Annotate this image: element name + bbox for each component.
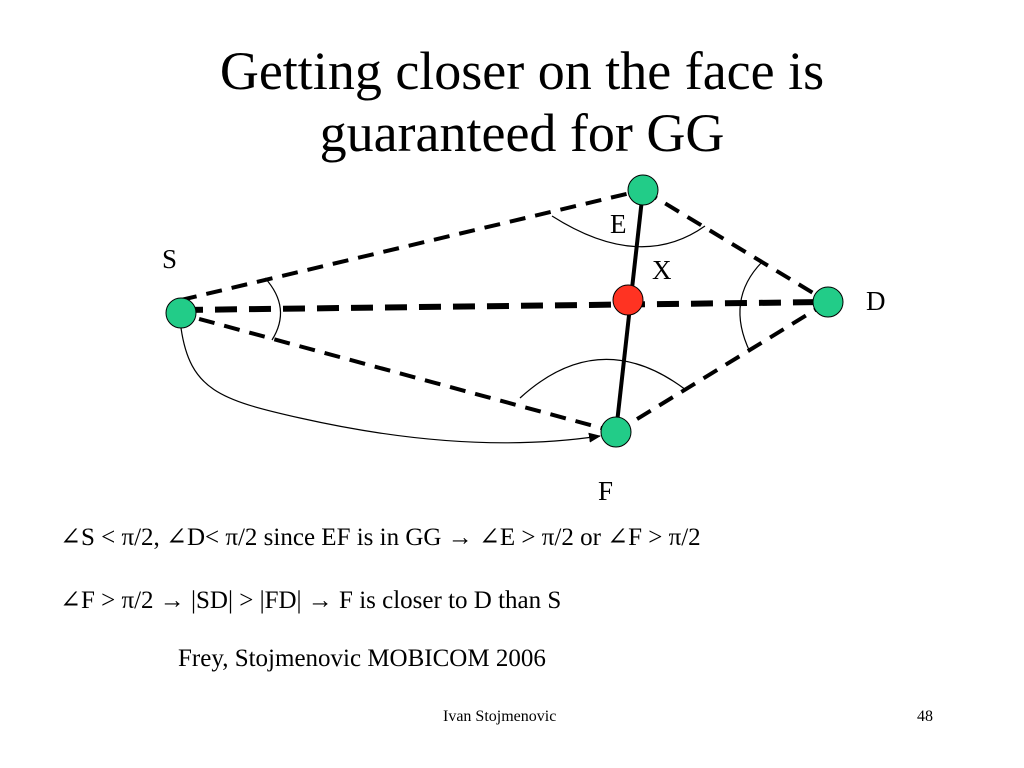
- distance-statement: ∠F > π/2 → |SD| > |FD| → F is closer to …: [60, 587, 562, 614]
- label-e: E: [610, 209, 627, 239]
- label-s: S: [162, 244, 177, 274]
- angle-arc-s: [264, 277, 282, 341]
- title-line-1: Getting closer on the face is: [219, 41, 825, 101]
- node-f: [600, 416, 632, 448]
- angle-statement: ∠S < π/2, ∠D< π/2 since EF is in GG → ∠E…: [60, 524, 701, 551]
- citation: Frey, Stojmenovic MOBICOM 2006: [178, 645, 546, 672]
- angle-arc-d: [739, 261, 763, 353]
- edge-f-s: [180, 312, 617, 434]
- node-d: [812, 286, 844, 318]
- label-d: D: [866, 286, 886, 316]
- edge-d-f: [614, 300, 830, 434]
- arrow-s-to-f: [180, 327, 601, 444]
- page-number: 48: [917, 708, 933, 725]
- slide-title: Getting closer on the face is guaranteed…: [0, 40, 1024, 164]
- angle-arc-e: [551, 215, 706, 248]
- label-f: F: [598, 476, 613, 506]
- title-line-2: guaranteed for GG: [319, 103, 725, 163]
- edge-e-d: [641, 188, 830, 304]
- footer-author: Ivan Stojmenovic: [443, 708, 557, 725]
- node-s: [165, 297, 197, 329]
- edge-s-d: [180, 299, 829, 313]
- node-x: [612, 284, 644, 316]
- node-e: [627, 174, 659, 206]
- edge-s-e: [180, 188, 644, 302]
- angle-arc-f: [519, 358, 687, 399]
- label-x: X: [652, 255, 672, 285]
